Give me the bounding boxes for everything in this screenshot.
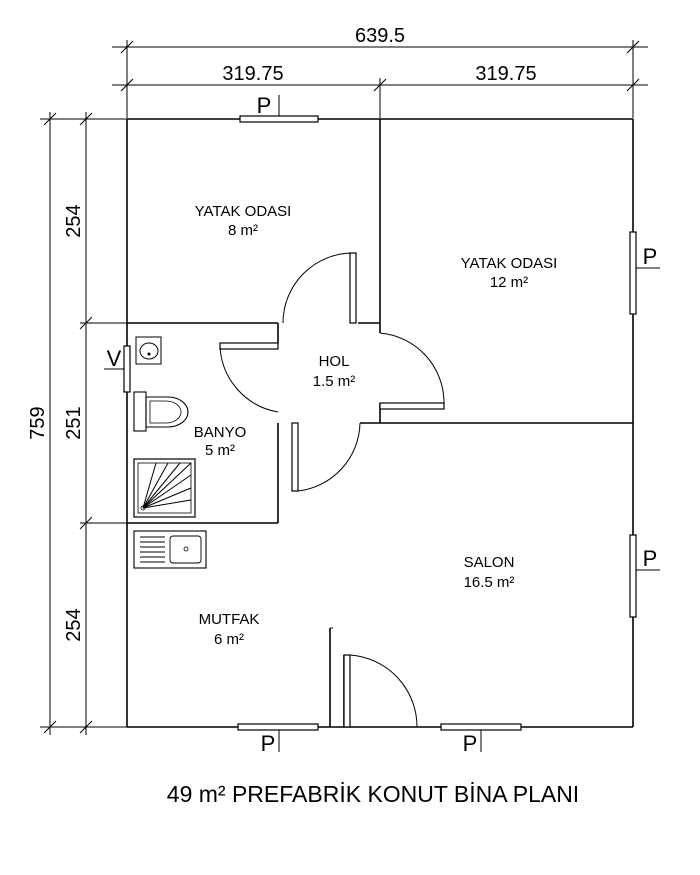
window-label: P xyxy=(643,244,658,269)
window-right-bottom: P xyxy=(629,534,660,618)
window-label: P xyxy=(643,546,658,571)
sink-icon xyxy=(135,336,162,365)
room-labels: YATAK ODASI 8 m² YATAK ODASI 12 m² HOL 1… xyxy=(194,203,558,648)
living-area: 16.5 m² xyxy=(464,574,515,591)
living-name: SALON xyxy=(464,554,515,571)
dim-left-width: 319.75 xyxy=(222,63,283,85)
kitchen-sink-icon xyxy=(133,530,207,569)
bathroom-area: 5 m² xyxy=(205,442,235,459)
dim-seg-bottom: 254 xyxy=(63,608,85,641)
bathroom-name: BANYO xyxy=(194,424,247,441)
plan-title: 49 m² PREFABRİK KONUT BİNA PLANI xyxy=(167,781,579,807)
window-label: P xyxy=(463,731,478,756)
dim-total-height: 759 xyxy=(27,406,49,439)
windows: P P P P P V xyxy=(104,93,660,756)
door-salon xyxy=(291,422,361,492)
door-bedroom1 xyxy=(282,252,357,324)
hall-name: HOL xyxy=(319,353,350,370)
kitchen-name: MUTFAK xyxy=(199,611,260,628)
window-bottom-right: P xyxy=(440,723,522,756)
door-bathroom xyxy=(219,342,279,413)
window-bottom-left: P xyxy=(237,723,319,756)
bedroom2-name: YATAK ODASI xyxy=(461,255,558,272)
bedroom2-area: 12 m² xyxy=(490,274,528,291)
fixtures xyxy=(133,336,207,569)
dim-right-width: 319.75 xyxy=(475,63,536,85)
bedroom1-name: YATAK ODASI xyxy=(195,203,292,220)
dim-total-width: 639.5 xyxy=(355,25,405,47)
kitchen-area: 6 m² xyxy=(214,631,244,648)
vertical-dimensions: 759 254 251 254 xyxy=(27,112,127,735)
toilet-icon xyxy=(133,391,189,432)
window-label: P xyxy=(261,731,276,756)
doors xyxy=(219,252,445,728)
dim-seg-top: 254 xyxy=(63,204,85,237)
window-right-top: P xyxy=(629,231,660,315)
vent-label: V xyxy=(107,346,122,371)
shower-icon xyxy=(133,458,196,518)
door-entrance xyxy=(343,654,418,728)
dim-seg-mid: 251 xyxy=(63,406,85,439)
window-top: P xyxy=(239,93,319,123)
door-bedroom2 xyxy=(379,332,445,410)
hall-area: 1.5 m² xyxy=(313,373,356,390)
vent-window: V xyxy=(104,345,131,393)
window-label: P xyxy=(257,93,272,118)
bedroom1-area: 8 m² xyxy=(228,222,258,239)
horizontal-dimensions: 639.5 319.75 319.75 xyxy=(112,25,648,118)
